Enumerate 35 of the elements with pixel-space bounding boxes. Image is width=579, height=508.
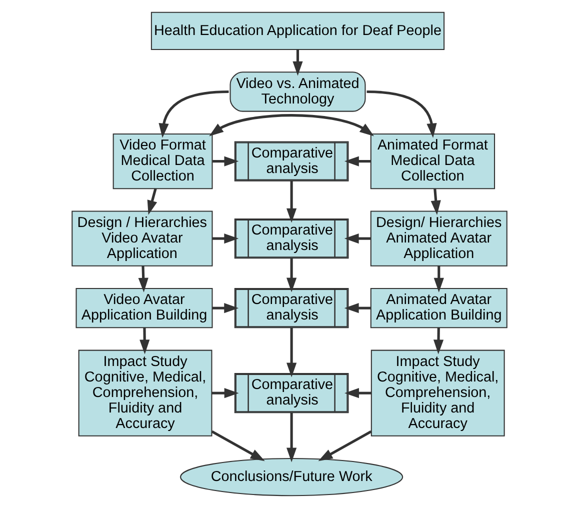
arrow (344, 156, 371, 166)
node-box: Design/ Hierarchies Animated Avatar Application (370, 210, 508, 266)
arrow (158, 90, 229, 138)
node-box: Video Avatar Application Building (76, 288, 213, 328)
arrow (344, 233, 371, 244)
arrow (140, 328, 150, 354)
arrow (212, 388, 239, 398)
arrow (212, 156, 239, 166)
arrow (433, 328, 444, 354)
arrow (286, 180, 297, 223)
node-box: Impact Study Cognitive, Medical, Comprehension, Fluidity and Accuracy (78, 350, 212, 436)
arrow (138, 266, 148, 292)
arrow (434, 266, 444, 292)
node-box: Animated Format Medical Data Collection (370, 133, 496, 190)
arrow (344, 303, 371, 314)
node-ellipse: Conclusions/Future Work (180, 458, 404, 496)
node-box: Design / Hierarchies Video Avatar Application (72, 210, 213, 266)
node-box: Video vs. Animated Technology (230, 72, 366, 112)
node-box: Animated Avatar Application Building (370, 288, 508, 328)
arrow (212, 303, 239, 314)
arrow (212, 233, 239, 244)
node-box: Health Education Application for Deaf People (150, 12, 445, 50)
arrow (344, 388, 372, 398)
node-box: Impact Study Cognitive, Medical, Comprehension, Fluidity and Accuracy (370, 350, 505, 436)
arrow (209, 114, 374, 136)
arrow (286, 328, 297, 378)
arrow (211, 430, 265, 462)
node-box: Video Format Medical Data Collection (112, 133, 213, 190)
arrow (292, 50, 303, 76)
arrow (366, 90, 437, 138)
arrow (318, 430, 372, 462)
arrow (147, 188, 158, 215)
arrow (430, 188, 441, 215)
arrow (286, 412, 297, 462)
arrow (286, 258, 297, 292)
